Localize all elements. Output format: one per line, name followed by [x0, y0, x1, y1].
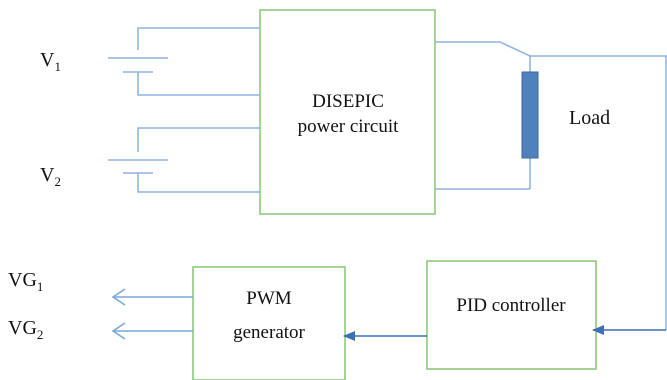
pwm-block-label-line1: PWM — [246, 288, 292, 309]
vg2-output-arrow — [111, 322, 193, 340]
v1-label-sub: 1 — [54, 59, 61, 74]
load-label: Load — [569, 107, 610, 129]
v1-label: V1 — [40, 49, 61, 74]
disepic-block-label-line2: power circuit — [298, 116, 399, 137]
v2-label: V2 — [40, 164, 61, 189]
disepic-power-circuit-block: DISEPIC power circuit — [259, 9, 436, 215]
v2-label-sub: 2 — [54, 174, 61, 189]
battery-v2 — [108, 127, 260, 193]
vg2-label: VG2 — [8, 317, 43, 342]
v1-label-main: V — [40, 49, 55, 71]
vg2-label-main: VG — [8, 317, 37, 339]
pwm-generator-block: PWM generator — [192, 266, 346, 380]
pwm-block-label-line2: generator — [233, 322, 305, 343]
load-resistor — [521, 71, 539, 159]
vg1-label-main: VG — [8, 269, 37, 291]
pid-controller-block: PID controller — [426, 260, 597, 370]
vg1-label-sub: 1 — [37, 279, 44, 294]
disepic-block-label-line1: DISEPIC — [312, 91, 384, 112]
vg1-label: VG1 — [8, 269, 43, 294]
vg2-label-sub: 2 — [37, 327, 44, 342]
battery-v1 — [108, 27, 260, 96]
vg1-output-arrow — [111, 288, 193, 306]
pid-block-label: PID controller — [456, 295, 566, 316]
output-wiring — [435, 41, 667, 330]
v2-label-main: V — [40, 164, 55, 186]
